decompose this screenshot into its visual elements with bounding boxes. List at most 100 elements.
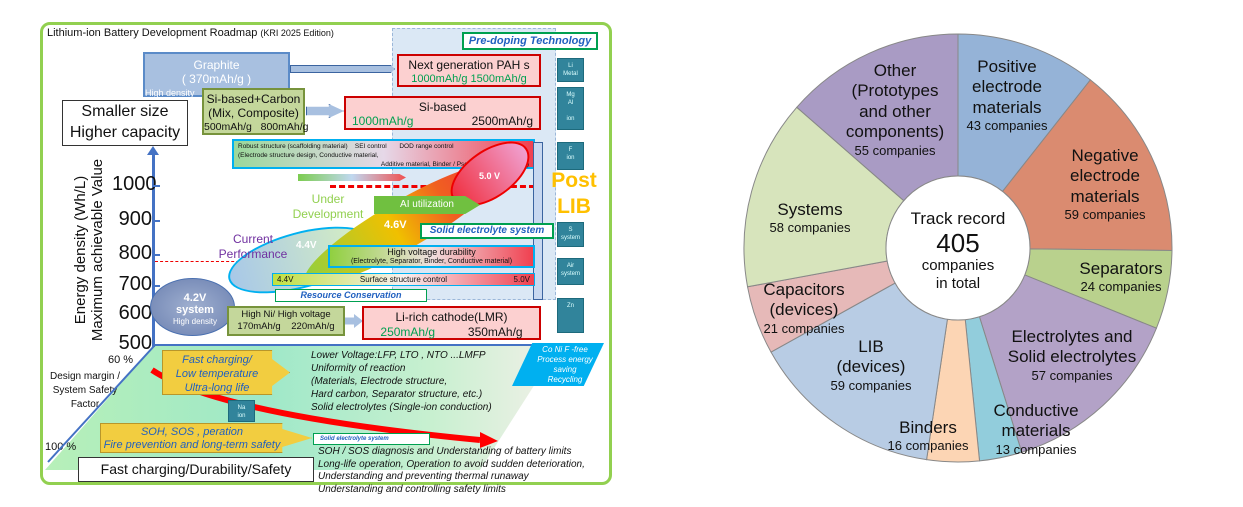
slice-label-line: Electrolytes and [1011, 327, 1133, 346]
label-4-2v: 4.2V system High density [160, 292, 230, 328]
hv-name: High voltage durability [387, 247, 476, 257]
label-4-6v: 4.6V [384, 219, 407, 231]
donut-hole [885, 175, 1031, 321]
slice-count: 58 companies [769, 220, 851, 236]
under-development: Under Development [286, 192, 370, 222]
predoping-label: Pre-doping Technology [462, 32, 598, 50]
current-line: Current [232, 232, 273, 246]
slice-count: 21 companies [763, 320, 845, 336]
li-rich-cap2: 350mAh/g [467, 325, 523, 339]
graphite-capacity: ( 370mAh/g ) [181, 72, 252, 86]
smaller-line: Smaller size [81, 103, 169, 120]
slice-label-line: LIB [858, 337, 884, 356]
si-based-name: Si-based [418, 100, 467, 114]
next-gen-name: Next generation PAH s [408, 58, 530, 72]
high-ni-name: High Ni/ High voltage [241, 309, 331, 320]
next-gen-capacity: 1000mAh/g 1500mAh/g [411, 73, 527, 85]
robust-line: Robust structure (scaffolding material) … [238, 143, 454, 150]
slice-label-line: materials [1001, 421, 1071, 441]
slice-label-line: electrode [1070, 166, 1140, 186]
slice-label-line: components) [845, 122, 945, 142]
capacity-line: Higher capacity [69, 124, 181, 141]
donut-center-label: Track record 405 companies in total [911, 209, 1006, 293]
v42-line: system [176, 304, 214, 316]
slice-label-line: electrode [972, 77, 1042, 97]
solid-electrolyte-system-label: Solid electrolyte system [420, 223, 554, 239]
post-lib-line: Post [551, 169, 597, 192]
si-based-cap2: 2500mAh/g [471, 114, 533, 128]
slice-label-line: materials [972, 97, 1042, 117]
post-item-zn: Zn [557, 298, 584, 333]
si-carbon-capacity: 500mAh/g 800mAh/g [204, 121, 309, 133]
center-title: Track record [910, 209, 1006, 228]
slice-label-line: Negative [1071, 146, 1139, 165]
tick-500: 500 [118, 332, 152, 354]
ai-utilization-arrow: AI utilization [374, 196, 480, 214]
under-dev-line: Under [311, 192, 345, 206]
y-axis [152, 152, 155, 347]
next-gen-box: Next generation PAH s 1000mAh/g 1500mAh/… [397, 54, 541, 87]
tick-mark [153, 185, 160, 187]
tick-900: 900 [118, 208, 152, 230]
tick-1000: 1000 [112, 173, 157, 195]
slice-label-line: and other [859, 101, 931, 121]
slice-label-line: (devices) [836, 357, 906, 377]
double-arrow-icon [533, 142, 543, 300]
high-ni-box: High Ni/ High voltage 170mAh/g 220mAh/g [227, 306, 345, 336]
current-dashed-line [155, 261, 285, 262]
smaller-size-box: Smaller size Higher capacity [62, 100, 188, 146]
graphite-name: Graphite [193, 58, 240, 72]
slice-label: Capacitors(devices)21 companies [763, 280, 844, 336]
roadmap-title: Lithium-ion Battery Development Roadmap … [47, 27, 334, 39]
post-lib-label: Post LIB [546, 168, 602, 220]
center-suffix: in total [935, 275, 981, 293]
current-line: Performance [218, 247, 288, 261]
robust-line: Additive material, Binder / Pseudo-SEI, … [380, 161, 529, 168]
roadmap-frame [40, 22, 612, 485]
soh-text: SOH / SOS diagnosis and Understanding of… [318, 446, 585, 495]
tick-800: 800 [118, 242, 152, 264]
label-5v: 5.0 V [479, 171, 501, 181]
slice-label-line: (devices) [769, 300, 839, 320]
label-4-4v: 4.4V [296, 240, 317, 251]
arrow-icon [345, 314, 363, 328]
current-performance: Current Performance [214, 232, 292, 262]
slice-label-line: Separators [1079, 259, 1163, 278]
slice-label-line: Binders [899, 418, 957, 437]
li-rich-name: Li-rich cathode(LMR) [395, 310, 508, 324]
pct-60: 60 % [108, 354, 134, 366]
hv-sub: (Electrolyte, Separator, Binder, Conduct… [350, 258, 513, 265]
slice-label-line: materials [1070, 186, 1140, 206]
slice-count: 43 companies [966, 118, 1048, 134]
tick-mark [153, 285, 160, 287]
slice-count: 59 companies [1064, 207, 1146, 223]
arrow-icon [290, 65, 395, 73]
arrow-up-icon [147, 146, 159, 155]
tick-mark [153, 254, 160, 256]
slice-label-line: (Prototypes [851, 81, 939, 101]
x-axis [153, 344, 538, 346]
slice-label-line: Capacitors [763, 280, 845, 299]
resource-conservation-label: Resource Conservation [275, 289, 427, 302]
slice-count: 16 companies [887, 438, 969, 454]
slice-count: 24 companies [1080, 279, 1162, 295]
si-carbon-name: Si-based+Carbon [206, 92, 301, 106]
post-lib-line: LIB [557, 195, 591, 218]
slice-label-line: Other [873, 61, 917, 80]
si-carbon-sub: (Mix, Composite) [208, 106, 299, 120]
si-carbon-box: Si-based+Carbon (Mix, Composite) 500mAh/… [202, 88, 309, 135]
